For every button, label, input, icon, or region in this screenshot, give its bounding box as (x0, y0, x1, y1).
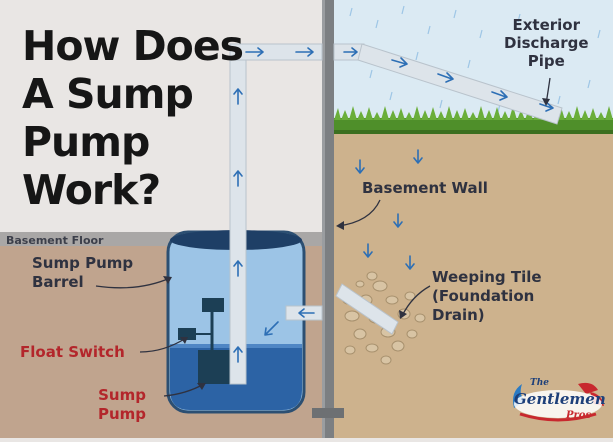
title-line: Work? (22, 166, 161, 214)
logo-text-the: The (530, 378, 549, 388)
company-logo: The Gentlemen Pros (508, 370, 608, 432)
title-line: A Sump (22, 70, 194, 118)
discharge-pipe-exterior (357, 43, 563, 125)
connector-barrel (95, 277, 171, 289)
basement-wall-label: Basement Wall (362, 179, 488, 197)
title-line: Pump (22, 118, 150, 166)
logo-text-pros: Pros (566, 410, 592, 421)
float-switch-housing (202, 298, 224, 312)
exterior-discharge-pipe-label: Exterior Discharge Pipe (504, 16, 589, 70)
logo-text-gentlemen: Gentlemen (514, 390, 606, 408)
grass-strip (334, 118, 613, 132)
weeping-tile-pipe (335, 283, 399, 335)
grass-root-line (334, 130, 613, 134)
wall-footing (312, 408, 344, 418)
sump-pump-label: Sump Pump (98, 386, 147, 423)
rain-drops (349, 5, 601, 113)
basement-floor-label: Basement Floor (6, 234, 104, 247)
float-switch-label: Float Switch (20, 343, 125, 361)
title-line: How Does (22, 22, 244, 70)
logo-emblem (513, 382, 604, 422)
diagram-title: How Does A Sump Pump Work? (22, 22, 244, 214)
flow-arrows (233, 47, 554, 363)
weeping-tile-label: Weeping Tile (Foundation Drain) (432, 268, 542, 324)
sump-pump-body (198, 350, 234, 384)
discharge-pipe-horizontal (229, 43, 323, 61)
sump-pump-barrel-label: Sump Pump Barrel (32, 254, 134, 291)
